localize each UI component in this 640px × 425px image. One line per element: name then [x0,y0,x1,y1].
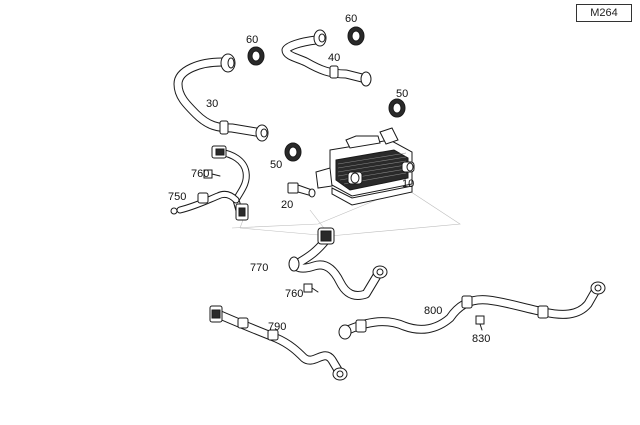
oil-cooler-10 [315,127,415,206]
callout-800: 800 [424,305,442,317]
bolt-760-a [203,169,221,179]
callout-20: 20 [281,199,293,211]
bolt-830 [475,315,485,331]
hose-800 [338,281,606,340]
callout-30: 30 [206,98,218,110]
seal-ring-50-b [388,98,406,118]
model-code-label: M264 [576,4,632,22]
seal-ring-60-b [347,26,365,46]
callout-50-a: 50 [270,159,282,171]
hose-30 [173,53,269,142]
callout-830: 830 [472,333,490,345]
callout-770: 770 [250,262,268,274]
callout-50-b: 50 [396,88,408,100]
callout-750: 750 [168,191,186,203]
callout-790: 790 [268,321,286,333]
hose-750 [170,145,250,221]
hose-790 [209,305,348,381]
callout-60-a: 60 [246,34,258,46]
hose-40 [281,29,372,87]
seal-ring-50-a [284,142,302,162]
callouts: 10 20 30 40 50 50 60 60 750 760 760 770 … [168,13,490,345]
callout-760-a: 760 [191,168,209,180]
callout-40: 40 [328,52,340,64]
callout-10: 10 [402,178,414,190]
bolt-20 [287,182,316,198]
hose-770 [288,227,388,300]
callout-60-b: 60 [345,13,357,25]
seal-ring-60-a [247,46,265,66]
bolt-760-b [303,283,319,293]
callout-760-b: 760 [285,288,303,300]
